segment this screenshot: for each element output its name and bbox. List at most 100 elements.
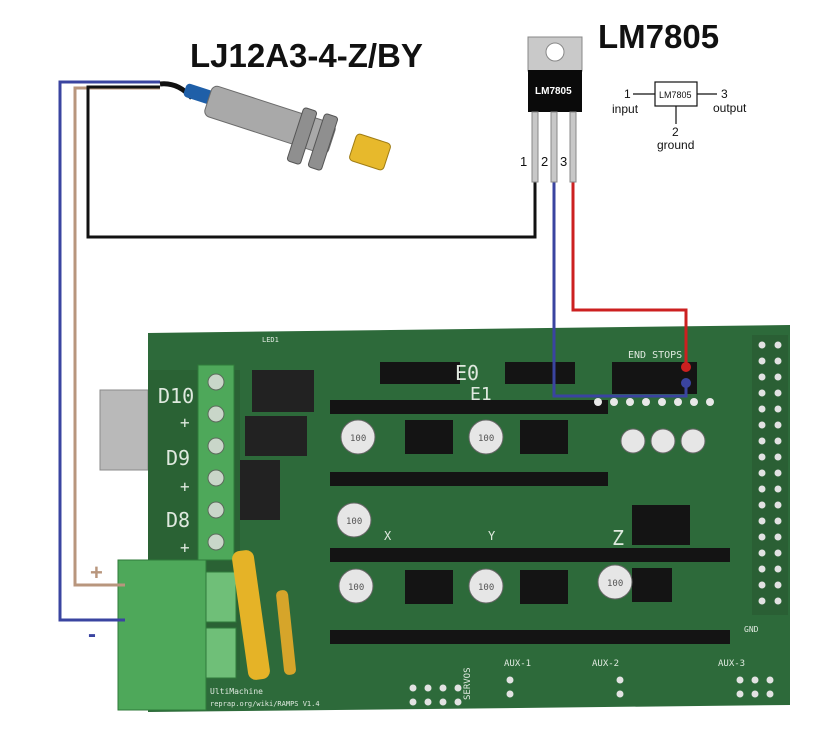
fuse-1 bbox=[232, 550, 270, 680]
power-screw-bottom bbox=[205, 627, 237, 679]
header-pin bbox=[774, 389, 782, 397]
capacitor bbox=[680, 428, 706, 454]
header-pin bbox=[758, 485, 766, 493]
aux-header-right bbox=[752, 335, 788, 615]
mosfet-3 bbox=[240, 460, 280, 520]
svg-text:100: 100 bbox=[346, 517, 362, 527]
power-plus-sign: + bbox=[90, 560, 103, 585]
label-aux1: AUX-1 bbox=[504, 659, 531, 669]
label-servos: SERVOS bbox=[463, 667, 473, 700]
capacitor bbox=[620, 428, 646, 454]
header-pin bbox=[758, 357, 766, 365]
endstop-signal-dot bbox=[681, 362, 691, 372]
lm7805-schematic: LM7805 1 input 3 output 2 ground bbox=[612, 81, 747, 152]
sensor-nut-2 bbox=[307, 113, 339, 171]
label-y: Y bbox=[488, 529, 496, 543]
power-screw-top bbox=[205, 571, 237, 623]
header-pin bbox=[774, 421, 782, 429]
schematic-output-number: 3 bbox=[721, 87, 728, 101]
header-pin bbox=[774, 501, 782, 509]
plus-d9: + bbox=[180, 477, 190, 496]
power-minus-sign: - bbox=[88, 621, 96, 648]
svg-text:100: 100 bbox=[478, 434, 494, 444]
label-d8: D8 bbox=[166, 508, 190, 532]
label-x: X bbox=[384, 529, 392, 543]
wire-black-signal bbox=[86, 85, 537, 239]
header-pin bbox=[758, 437, 766, 445]
capacitor bbox=[468, 419, 504, 455]
svg-text:100: 100 bbox=[607, 579, 623, 589]
header-pin bbox=[758, 565, 766, 573]
wires bbox=[58, 80, 688, 622]
pin-number-3: 3 bbox=[560, 154, 567, 169]
header-pin bbox=[774, 341, 782, 349]
ramps-board: D10 + D9 + D8 + bbox=[99, 325, 790, 712]
svg-text:100: 100 bbox=[478, 583, 494, 593]
wire-blue-sensor bbox=[58, 80, 160, 622]
lm7805-tab-hole bbox=[545, 42, 565, 62]
capacitor bbox=[338, 568, 374, 604]
pcb-body bbox=[148, 325, 790, 712]
header-pin bbox=[758, 597, 766, 605]
lm7805-body bbox=[528, 70, 582, 112]
usb-connector bbox=[99, 389, 149, 471]
header-pin bbox=[774, 597, 782, 605]
header-pin bbox=[774, 405, 782, 413]
header-pin bbox=[774, 581, 782, 589]
header-pin bbox=[774, 357, 782, 365]
header-pin bbox=[758, 501, 766, 509]
inductive-sensor bbox=[159, 81, 391, 171]
plus-d8: + bbox=[180, 538, 190, 557]
label-aux2: AUX-2 bbox=[592, 659, 619, 669]
label-e1: E1 bbox=[470, 384, 492, 405]
fuse-2 bbox=[276, 590, 296, 675]
aux-pins-bottom bbox=[409, 676, 774, 706]
regulator-title: LM7805 bbox=[598, 18, 719, 55]
header-pin bbox=[758, 517, 766, 525]
svg-text:100: 100 bbox=[350, 434, 366, 444]
screw-terminal-power bbox=[117, 559, 207, 711]
header-pin bbox=[758, 341, 766, 349]
plus-d10: + bbox=[180, 413, 190, 432]
header-pin bbox=[774, 533, 782, 541]
header-pin bbox=[758, 469, 766, 477]
header-pin bbox=[774, 517, 782, 525]
lm7805-pin-3 bbox=[569, 111, 577, 183]
header-pin bbox=[758, 405, 766, 413]
header-pin bbox=[774, 437, 782, 445]
label-d10: D10 bbox=[158, 384, 194, 408]
schematic-output-label: output bbox=[713, 101, 747, 115]
header-pin bbox=[774, 485, 782, 493]
header-pin bbox=[774, 549, 782, 557]
board-footer: UltiMachine bbox=[210, 687, 263, 696]
capacitor bbox=[468, 568, 504, 604]
sensor-nut-1 bbox=[286, 107, 318, 165]
schematic-box-label: LM7805 bbox=[659, 90, 692, 100]
svg-text:100: 100 bbox=[348, 583, 364, 593]
capacitors bbox=[336, 419, 706, 604]
sensor-tip bbox=[349, 133, 391, 171]
header-pin bbox=[774, 469, 782, 477]
header-pin bbox=[758, 581, 766, 589]
pin-number-1: 1 bbox=[520, 154, 527, 169]
capacitor bbox=[340, 419, 376, 455]
wire-blue-ground bbox=[552, 182, 688, 398]
header-pin bbox=[758, 453, 766, 461]
lm7805-package-label: LM7805 bbox=[535, 86, 572, 97]
header-pin bbox=[774, 565, 782, 573]
lm7805-package: LM7805 1 2 3 bbox=[520, 36, 583, 183]
header-pin bbox=[758, 533, 766, 541]
schematic-box bbox=[654, 81, 698, 107]
schematic-input-label: input bbox=[612, 102, 639, 116]
schematic-ground-number: 2 bbox=[672, 125, 679, 139]
lm7805-pin-2 bbox=[550, 111, 558, 183]
aux-pins-right bbox=[758, 341, 782, 605]
header-pin bbox=[758, 373, 766, 381]
wire-red-output bbox=[571, 182, 688, 365]
label-d9: D9 bbox=[166, 446, 190, 470]
screw-terminal-outputs bbox=[197, 364, 235, 561]
schematic-ground-label: ground bbox=[657, 138, 694, 152]
label-z: Z bbox=[612, 526, 624, 550]
label-end-stops: END STOPS bbox=[628, 350, 682, 361]
capacitor bbox=[650, 428, 676, 454]
